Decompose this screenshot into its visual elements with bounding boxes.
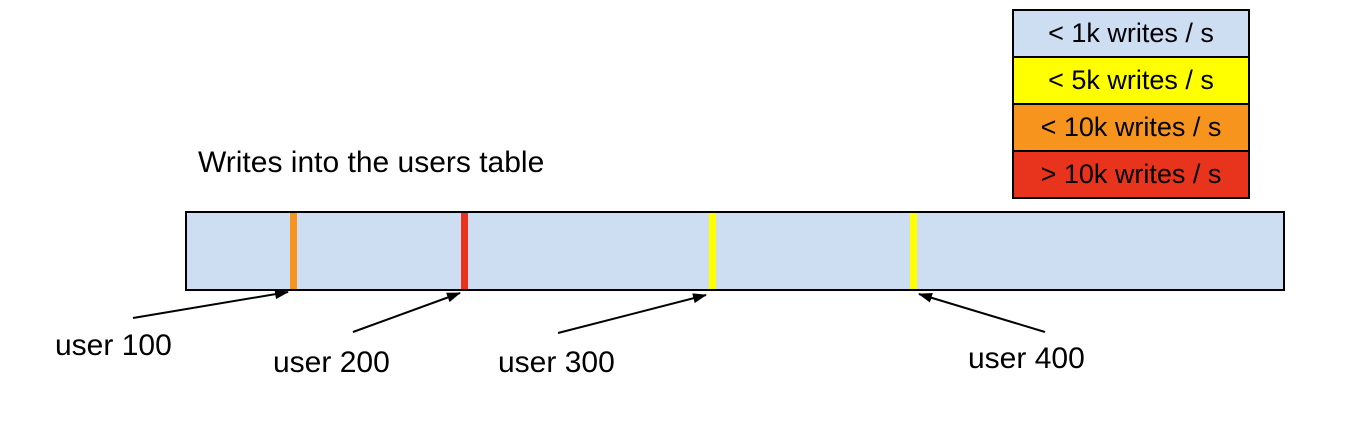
legend-item-lt-1k: < 1k writes / s (1014, 11, 1248, 58)
arrow-user-100 (132, 289, 289, 319)
diagram-title: Writes into the users table (198, 146, 545, 179)
write-hotspot-strip-user-300 (709, 213, 716, 289)
user-label-300: user 300 (498, 346, 615, 379)
legend-item-lt-5k: < 5k writes / s (1014, 58, 1248, 105)
user-label-100: user 100 (55, 329, 172, 362)
write-hotspot-strip-user-100 (290, 213, 297, 289)
legend-item-lt-10k: < 10k writes / s (1014, 105, 1248, 152)
arrow-user-300 (557, 293, 707, 334)
users-table-bar (185, 211, 1285, 291)
legend-item-gt-10k: > 10k writes / s (1014, 152, 1248, 197)
user-label-400: user 400 (968, 342, 1085, 375)
legend: < 1k writes / s < 5k writes / s < 10k wr… (1012, 9, 1250, 199)
arrow-user-200 (352, 292, 461, 333)
user-label-200: user 200 (273, 346, 390, 379)
write-hotspot-strip-user-200 (461, 213, 468, 289)
arrow-user-400 (918, 292, 1046, 333)
write-hotspot-strip-user-400 (910, 213, 917, 289)
